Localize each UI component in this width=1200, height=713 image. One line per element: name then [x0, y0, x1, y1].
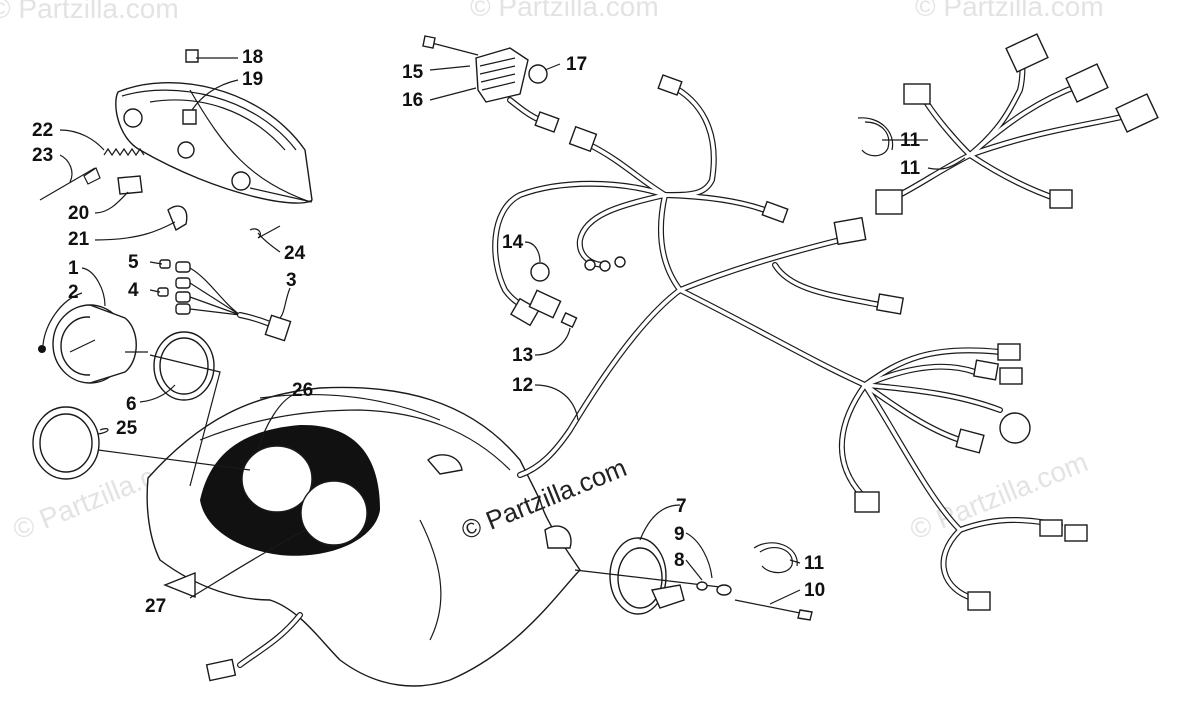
harness-wire-core — [663, 193, 772, 214]
callout-3: 3 — [286, 270, 297, 291]
harness-wire — [662, 82, 717, 198]
callout-23: 22 — [32, 120, 53, 141]
callout-14: 13 — [512, 345, 533, 366]
callout-1: 1 — [68, 258, 79, 279]
gauge-assembly — [32, 259, 292, 480]
callout-17: 16 — [402, 90, 423, 111]
harness-wire-core — [863, 348, 1002, 387]
harness-wire-core — [968, 83, 1082, 157]
callout-11-top: 11 — [900, 130, 921, 151]
speedometer-parts — [574, 117, 894, 621]
harness-wire-core — [493, 182, 667, 310]
callout-15: 14 — [502, 232, 524, 253]
callout-16: 15 — [402, 62, 424, 83]
harness-wire-core — [518, 288, 682, 477]
callout-25: 24 — [284, 243, 306, 264]
harness-wire — [940, 527, 975, 601]
harness-wire-core — [588, 143, 667, 197]
callout-20: 19 — [242, 69, 263, 90]
callout-26: 25 — [116, 418, 138, 439]
callout-19: 18 — [242, 47, 263, 68]
callout-6: 6 — [126, 394, 137, 415]
callout-5: 5 — [128, 252, 139, 273]
harness-wire-core — [863, 383, 1002, 412]
callout-21: 20 — [68, 203, 89, 224]
hood-console — [146, 386, 581, 687]
harness-wire-core — [941, 528, 974, 600]
callout-10: 10 — [804, 580, 825, 601]
callout-22: 21 — [68, 229, 90, 250]
harness-wire-core — [863, 364, 977, 387]
part-labels-all: 18 19 22 23 20 21 24 5 4 3 1 2 6 25 26 2… — [32, 47, 921, 617]
callout-8: 8 — [674, 550, 685, 571]
harness-wire-core — [968, 113, 1132, 157]
callout-7: 7 — [676, 496, 687, 517]
harness-wire-core — [678, 288, 867, 387]
leader-lines — [42, 57, 966, 605]
harness-wire-core — [840, 383, 867, 497]
harness-wire-core — [863, 383, 962, 442]
callout-28: 27 — [145, 596, 166, 617]
callout-9: 9 — [674, 524, 685, 545]
callout-2: 2 — [68, 282, 79, 303]
harness-wire-core — [678, 238, 842, 292]
headlight-assembly — [39, 49, 313, 239]
watermark-faint: © Partzilla.com — [0, 0, 179, 24]
callout-24: 23 — [32, 145, 53, 166]
harness-wire-core — [968, 153, 1062, 202]
callout-4: 4 — [128, 280, 139, 301]
watermark-faint: © Partzilla.com — [915, 0, 1104, 22]
callout-18: 17 — [566, 54, 587, 75]
watermark-faint: © Partzilla.com — [470, 0, 659, 22]
harness-wire — [772, 262, 883, 308]
wiring-harness — [492, 33, 1159, 611]
harness-wire — [967, 82, 1083, 158]
callout-27: 26 — [292, 380, 313, 401]
callout-11-bottom: 11 — [804, 553, 825, 574]
regulator-assembly — [422, 35, 560, 133]
harness-wire-core — [773, 263, 882, 307]
harness-wire-core — [863, 383, 962, 532]
harness-wire-core — [578, 193, 667, 267]
callout-13: 12 — [512, 375, 533, 396]
callout-12: 11 — [900, 158, 921, 179]
harness-wire-core — [659, 193, 682, 292]
